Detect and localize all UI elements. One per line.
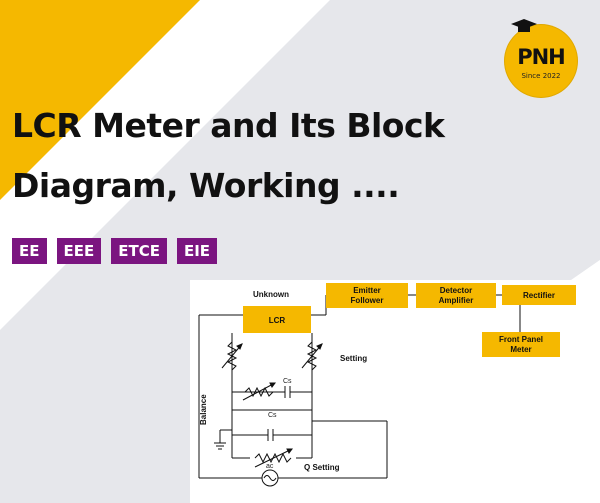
page-title-line-1: LCR Meter and Its Block	[12, 106, 445, 145]
tag-ee[interactable]: EE	[12, 238, 47, 264]
label-cs-bottom: Cs	[268, 412, 277, 419]
label-unknown: Unknown	[253, 290, 289, 299]
label-q-setting: Q Setting	[304, 463, 340, 472]
block-detector-amplifier	[416, 283, 496, 308]
tag-list: EE EEE ETCE EIE	[12, 238, 218, 264]
block-lcr-label: LCR	[269, 316, 286, 325]
variable-resistors	[221, 341, 323, 468]
block-emitter-follower-line2: Follower	[351, 296, 384, 305]
block-front-panel-meter	[482, 332, 560, 357]
block-front-panel-meter-line2: Meter	[510, 345, 531, 354]
tag-eee[interactable]: EEE	[56, 238, 102, 264]
ac-label: ac	[266, 463, 274, 470]
block-emitter-follower	[326, 283, 408, 308]
label-setting: Setting	[340, 354, 367, 363]
block-front-panel-meter-line1: Front Panel	[499, 335, 543, 344]
block-detector-amplifier-line2: Amplifier	[439, 296, 474, 305]
ac-wave	[263, 475, 277, 481]
page-title-line-2: Diagram, Working ....	[12, 166, 400, 205]
label-balance: Balance	[199, 394, 208, 425]
tag-etce[interactable]: ETCE	[111, 238, 167, 264]
logo-since: Since 2022	[521, 72, 561, 80]
graduation-cap-icon	[511, 19, 537, 32]
circuit-wires	[198, 294, 521, 479]
tag-eie[interactable]: EIE	[176, 238, 218, 264]
yellow-corner	[0, 0, 200, 200]
label-cs-top: Cs	[283, 378, 292, 385]
block-detector-amplifier-line1: Detector	[440, 286, 472, 295]
logo-text: PNH	[517, 45, 566, 69]
block-rectifier	[502, 285, 576, 305]
pnh-logo: PNH Since 2022	[505, 19, 577, 97]
block-lcr	[243, 306, 311, 333]
block-emitter-follower-line1: Emitter	[353, 286, 381, 295]
block-rectifier-label: Rectifier	[523, 291, 555, 300]
